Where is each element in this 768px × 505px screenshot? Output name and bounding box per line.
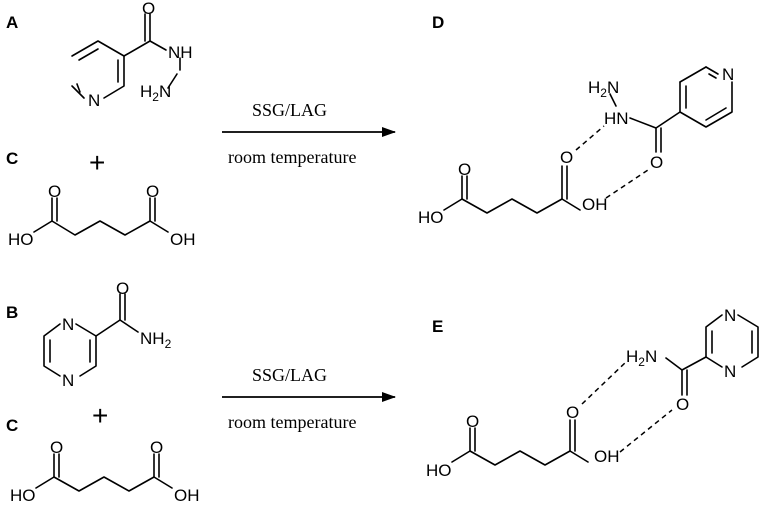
plus-sign-bottom: + — [92, 400, 108, 431]
atom-h2n-d: H2N — [588, 78, 619, 100]
atom-n4-pyrazine: N — [62, 371, 74, 390]
atom-oh: OH — [170, 230, 196, 249]
atom-o-left-c2: O — [50, 438, 63, 457]
hydrogen-bond-d-1 — [575, 125, 605, 151]
atom-o-amide-b: O — [116, 279, 129, 298]
molecule-pyrazinamide: N N O NH2 — [43, 279, 172, 390]
atom-o-right-d: O — [560, 148, 573, 167]
atom-h2n: H2N — [140, 82, 171, 104]
panel-label-a: A — [6, 13, 18, 32]
atom-o-amide-e: O — [676, 395, 689, 414]
atom-h2n-e: H2N — [626, 347, 657, 369]
atom-ho-c2: HO — [10, 486, 36, 505]
cocrystal-d: N O HN H2N O O HO OH — [418, 65, 734, 227]
atom-hn-d: HN — [604, 109, 629, 128]
atom-oh-d: OH — [582, 195, 608, 214]
atom-n-pyridine-d: N — [722, 65, 734, 84]
atom-o-amide-d: O — [650, 153, 663, 172]
panel-label-d: D — [432, 13, 444, 32]
atom-n1-pyrazine-e: N — [724, 306, 736, 325]
arrow-1-condition-above: SSG/LAG — [252, 100, 327, 120]
atom-ho: HO — [8, 230, 34, 249]
hydrogen-bond-d-2 — [605, 169, 649, 199]
atom-o-left: O — [48, 182, 61, 201]
panel-label-e: E — [432, 317, 443, 336]
cocrystal-e: N N O H2N O O HO OH — [426, 306, 759, 480]
hydrogen-bond-e-2 — [619, 409, 673, 453]
panel-label-b: B — [6, 303, 18, 322]
arrow-2-condition-above: SSG/LAG — [252, 365, 327, 385]
reaction-arrow-1: SSG/LAG room temperature — [222, 100, 396, 167]
molecule-isoniazid: N O NH H2N — [71, 0, 193, 110]
atom-o-left-e: O — [466, 412, 479, 431]
atom-nh2: NH2 — [140, 329, 172, 351]
atom-o-right-e: O — [566, 403, 579, 422]
hydrogen-bond-e-1 — [581, 361, 627, 405]
atom-nh: NH — [168, 43, 193, 62]
atom-o-carbonyl: O — [142, 0, 155, 18]
atom-o-right-c2: O — [150, 438, 163, 457]
atom-n1-pyrazine: N — [62, 315, 74, 334]
atom-oh-c2: OH — [174, 486, 200, 505]
atom-o-left-d: O — [458, 160, 471, 179]
atom-oh-e: OH — [594, 447, 620, 466]
panel-label-c-bottom: C — [6, 416, 18, 435]
arrow-1-condition-below: room temperature — [228, 147, 356, 167]
plus-sign-top: + — [89, 147, 105, 178]
atom-ho-e: HO — [426, 461, 452, 480]
atom-n-pyridine: N — [88, 91, 100, 110]
arrow-2-condition-below: room temperature — [228, 412, 356, 432]
panel-label-c-top: C — [6, 149, 18, 168]
atom-n4-pyrazine-e: N — [724, 362, 736, 381]
atom-o-right: O — [146, 182, 159, 201]
atom-ho-d: HO — [418, 208, 444, 227]
molecule-glutaric-acid-bottom: O O HO OH — [10, 438, 200, 505]
reaction-arrow-2: SSG/LAG room temperature — [222, 365, 396, 432]
molecule-glutaric-acid-top: O O HO OH — [8, 182, 196, 249]
